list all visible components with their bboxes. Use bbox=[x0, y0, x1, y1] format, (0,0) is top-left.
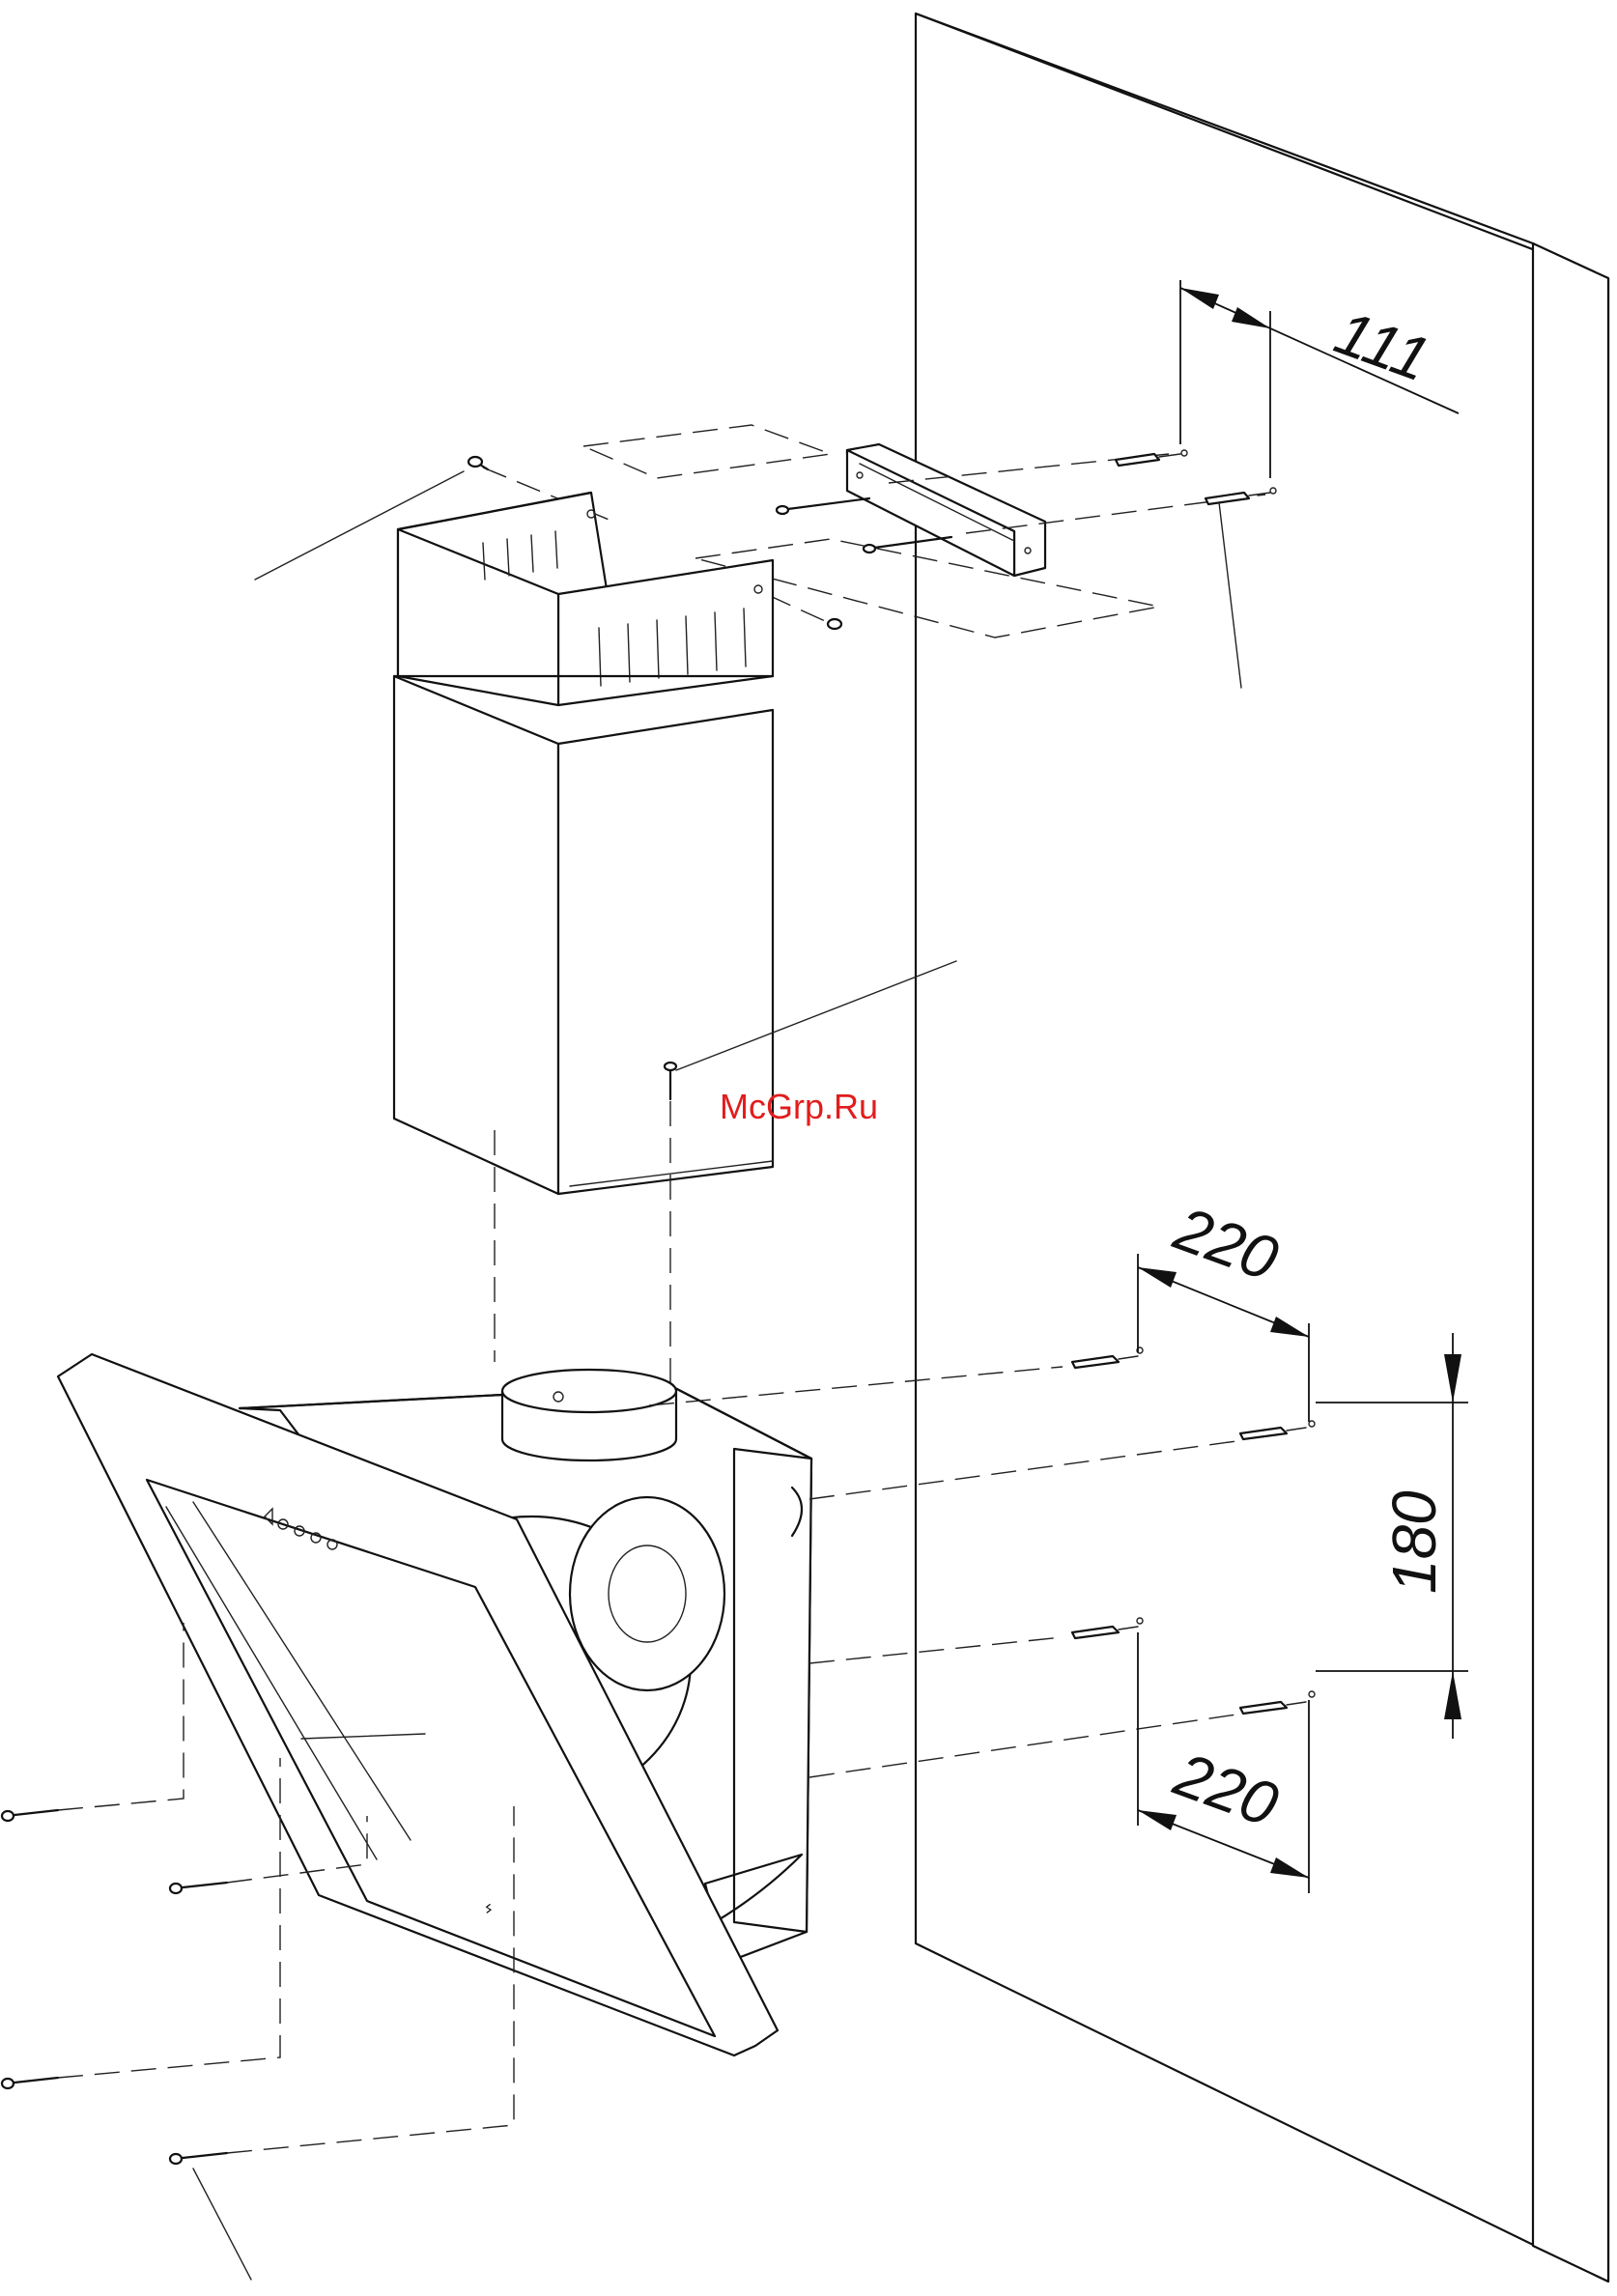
chimney-screw-side bbox=[828, 619, 841, 629]
chimney-lower bbox=[394, 676, 773, 1194]
chimney-screw-top bbox=[468, 457, 488, 469]
wall bbox=[916, 14, 1608, 2282]
chimney-upper bbox=[398, 493, 773, 705]
outlet-collar bbox=[502, 1370, 676, 1460]
panel-screw-3 bbox=[2, 2078, 58, 2088]
bracket-screw-1 bbox=[777, 498, 869, 514]
dimension-label-180: 180 bbox=[1379, 1490, 1449, 1594]
watermark: McGrp.Ru bbox=[720, 1087, 878, 1126]
panel-screw-4 bbox=[170, 2153, 227, 2164]
leader-line bbox=[193, 2168, 251, 2280]
panel-screw-1 bbox=[2, 1810, 58, 1821]
panel-screw-2 bbox=[170, 1883, 227, 1893]
